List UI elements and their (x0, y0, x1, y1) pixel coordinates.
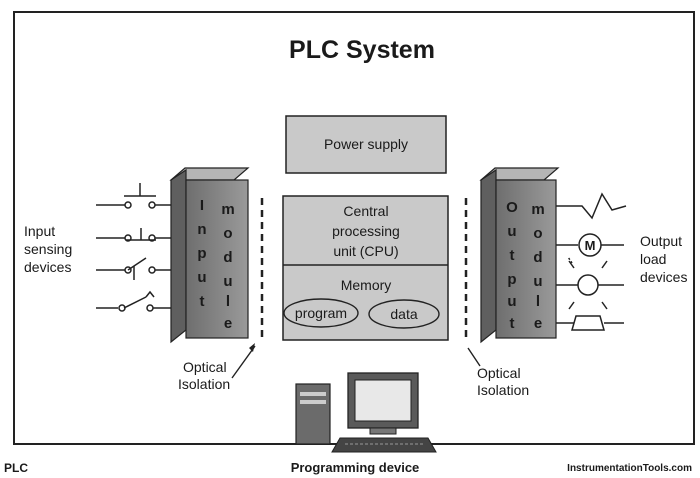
bottom-left-text: PLC (4, 461, 28, 475)
input-letter-6: m (221, 201, 234, 218)
program-ellipse (283, 298, 359, 328)
output-letter-4: p (507, 271, 516, 288)
optical-left-arrowhead (249, 343, 255, 352)
optical-right-arrow (467, 347, 481, 367)
input-letter-10: l (226, 293, 230, 310)
diagram-title: PLC System (289, 36, 435, 64)
data-ellipse (368, 299, 440, 329)
input-label-line2: sensing (24, 241, 72, 257)
output-letter-8: o (533, 225, 542, 242)
output-label-line2: load (640, 251, 666, 267)
input-letter-5: t (200, 293, 205, 310)
input-letter-8: d (223, 249, 232, 266)
output-letter-1: O (506, 199, 518, 216)
output-letter-9: d (533, 249, 542, 266)
optical-right-line1: Optical (477, 365, 521, 381)
optical-left-arrow (231, 345, 256, 379)
output-letter-12: e (534, 315, 542, 332)
input-letter-1: I (200, 197, 204, 214)
cpu-block (282, 195, 449, 341)
input-letter-9: u (223, 273, 232, 290)
watermark-text: InstrumentationTools.com (567, 463, 692, 474)
input-letter-4: u (197, 269, 206, 286)
cpu-label-line1: Central (343, 203, 388, 219)
output-letter-5: u (507, 293, 516, 310)
power-supply-label: Power supply (324, 136, 408, 152)
programming-device (295, 372, 437, 453)
optical-left-line2: Isolation (178, 376, 230, 392)
motor-symbol-label: M (585, 238, 596, 253)
output-letter-11: l (536, 293, 540, 310)
output-letter-10: u (533, 273, 542, 290)
output-module: O u t p u t m o d u l e (479, 167, 560, 344)
input-letter-3: p (197, 245, 206, 262)
input-switches (96, 183, 171, 312)
output-devices (556, 192, 627, 331)
output-label-line3: devices (640, 269, 687, 285)
cpu-label-line2: processing (332, 223, 400, 239)
input-label-line3: devices (24, 259, 71, 275)
output-letter-7: m (531, 201, 544, 218)
output-label-line1: Output (640, 233, 682, 249)
output-letter-6: t (510, 315, 515, 332)
power-supply-block (285, 115, 447, 174)
output-letter-2: u (507, 223, 516, 240)
input-letter-7: o (223, 225, 232, 242)
program-label: program (295, 305, 347, 321)
input-label-line1: Input (24, 223, 55, 239)
programming-device-label: Programming device (291, 460, 420, 475)
cpu-label-line3: unit (CPU) (333, 243, 398, 259)
data-label: data (390, 306, 417, 322)
input-letter-11: e (224, 315, 232, 332)
output-letter-3: t (510, 247, 515, 264)
input-letter-2: n (197, 221, 206, 238)
optical-right-line2: Isolation (477, 382, 529, 398)
memory-label: Memory (341, 277, 392, 293)
input-module: I n p u t m o d u l e (169, 167, 250, 344)
optical-left-line1: Optical (183, 359, 227, 375)
